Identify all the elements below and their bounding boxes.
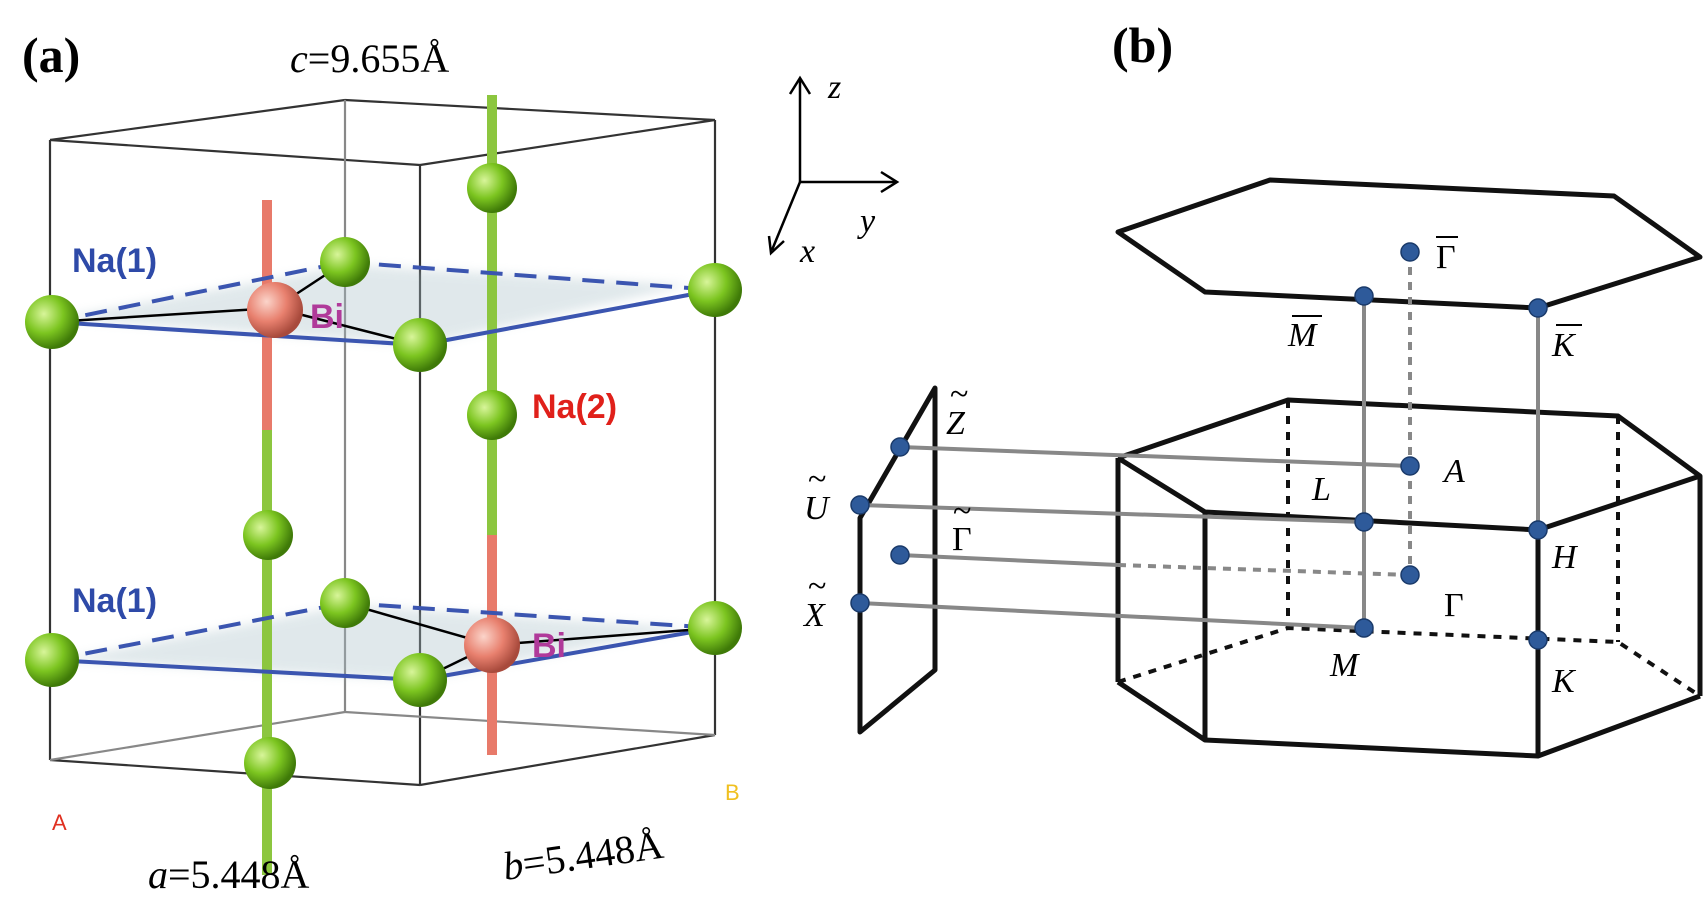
k-point-k-bar bbox=[1528, 298, 1548, 318]
coordinate-axes bbox=[767, 75, 900, 256]
na-atom bbox=[25, 633, 79, 687]
tilde-gamma: ~ bbox=[953, 493, 971, 530]
projection-lines bbox=[859, 252, 1540, 630]
plane-glow bbox=[58, 265, 690, 680]
label-k-bar: K bbox=[1551, 327, 1577, 364]
label-l: L bbox=[1311, 471, 1331, 508]
na-atom bbox=[393, 318, 447, 372]
panel-a: (a) bbox=[22, 27, 900, 897]
label-m: M bbox=[1329, 647, 1360, 684]
bi-label-bottom: Bi bbox=[532, 627, 566, 665]
tilde-x: ~ bbox=[808, 568, 826, 605]
lattice-c-label: c=9.655Å bbox=[290, 36, 449, 81]
lattice-b-label: b=5.448Å bbox=[500, 822, 666, 889]
bi-atom bbox=[247, 282, 303, 338]
na-atom bbox=[244, 737, 296, 789]
na2-label: Na(2) bbox=[532, 388, 617, 426]
unit-cell bbox=[48, 98, 717, 787]
lattice-a-label: a=5.448Å bbox=[148, 852, 310, 897]
k-point-u-tilde bbox=[850, 495, 870, 515]
axis-y-label: y bbox=[857, 203, 876, 240]
na-atoms bbox=[25, 163, 742, 789]
k-point-k bbox=[1528, 630, 1548, 650]
na-atom bbox=[467, 390, 517, 440]
k-point-h bbox=[1528, 520, 1548, 540]
surface-bz-hexagon bbox=[1115, 177, 1703, 311]
tilde-u: ~ bbox=[808, 461, 826, 498]
label-h: H bbox=[1551, 539, 1579, 576]
na-atom bbox=[688, 263, 742, 317]
k-point-gamma-bar bbox=[1400, 242, 1420, 262]
label-m-bar: M bbox=[1287, 317, 1318, 354]
atomic-rods bbox=[262, 95, 497, 875]
k-point-l bbox=[1354, 512, 1374, 532]
k-point-gamma bbox=[1400, 565, 1420, 585]
label-u-tilde: U bbox=[804, 490, 831, 527]
label-k: K bbox=[1551, 663, 1577, 700]
label-x-tilde: X bbox=[802, 597, 826, 634]
label-gamma-bar: Γ bbox=[1436, 239, 1456, 276]
na1-label-top: Na(1) bbox=[72, 242, 157, 280]
k-point-m-bar bbox=[1354, 286, 1374, 306]
bi-atom bbox=[464, 617, 520, 673]
panel-a-label: (a) bbox=[22, 27, 80, 83]
panel-b: (b) bbox=[802, 17, 1703, 759]
na1-label-bottom: Na(1) bbox=[72, 582, 157, 620]
k-point-a bbox=[1400, 456, 1420, 476]
k-point-m bbox=[1354, 618, 1374, 638]
label-gamma: Γ bbox=[1444, 587, 1464, 624]
panel-b-label: (b) bbox=[1112, 17, 1173, 73]
na-atom bbox=[320, 237, 370, 287]
k-point-z-tilde bbox=[890, 437, 910, 457]
k-point-labels: Γ M K Z ~ U ~ Γ ~ X ~ A L H Γ M K bbox=[802, 236, 1582, 700]
na-atom bbox=[25, 295, 79, 349]
side-projection-plane bbox=[857, 385, 938, 735]
na-atom bbox=[467, 163, 517, 213]
corner-a-label: A bbox=[52, 810, 67, 835]
tilde-z: ~ bbox=[950, 376, 968, 413]
na-atom bbox=[393, 653, 447, 707]
axis-z-label: z bbox=[827, 69, 841, 106]
label-z-tilde: Z bbox=[946, 405, 966, 442]
bulk-bz-prism bbox=[1115, 397, 1703, 759]
bi-atoms bbox=[247, 282, 520, 673]
corner-b-label: B bbox=[725, 780, 740, 805]
na-atom bbox=[320, 578, 370, 628]
na-atom bbox=[688, 601, 742, 655]
k-point-x-tilde bbox=[850, 593, 870, 613]
label-a: A bbox=[1442, 453, 1465, 490]
na-atom bbox=[243, 510, 293, 560]
axis-x-label: x bbox=[799, 233, 815, 270]
label-gamma-tilde: Γ bbox=[952, 521, 972, 558]
k-point-gamma-tilde bbox=[890, 545, 910, 565]
bi-label-top: Bi bbox=[310, 298, 344, 336]
k-points bbox=[850, 242, 1548, 650]
